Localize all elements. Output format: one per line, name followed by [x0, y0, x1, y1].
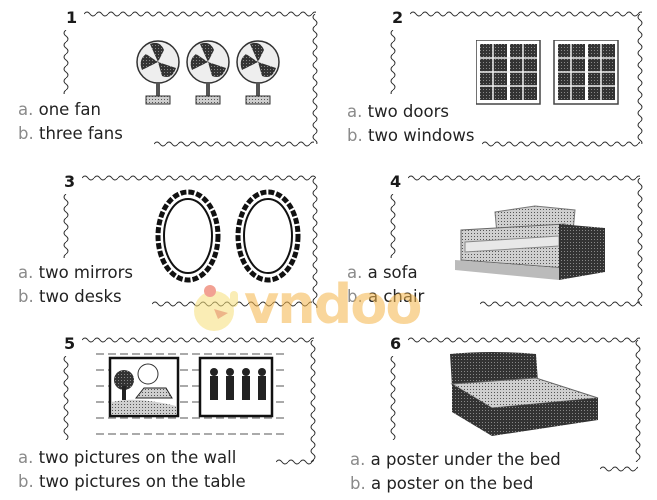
border-bottom [600, 465, 638, 473]
window-icon [553, 40, 619, 105]
question-number: 5 [64, 334, 76, 353]
border-right [309, 340, 317, 462]
border-left [389, 194, 397, 258]
pictures-on-wall-illustration [96, 353, 286, 435]
people-picture-icon [198, 356, 274, 418]
border-bottom [154, 140, 314, 148]
border-bottom [480, 300, 640, 308]
option-a[interactable]: a. a poster under the bed [350, 450, 561, 469]
border-bottom [276, 458, 314, 466]
option-b[interactable]: b. three fans [18, 124, 123, 143]
border-right [636, 178, 644, 306]
option-a[interactable]: a. one fan [18, 100, 101, 119]
question-number: 4 [390, 172, 402, 191]
border-top [408, 336, 640, 344]
option-a[interactable]: a. two doors [347, 102, 449, 121]
mirror-icon [155, 189, 221, 283]
two-mirrors-illustration [155, 189, 301, 283]
border-top [82, 336, 314, 344]
fan-icon [236, 40, 280, 105]
border-right [311, 14, 319, 144]
window-icon [476, 40, 541, 105]
chicken-mascot-icon [194, 285, 238, 331]
border-left [389, 356, 397, 440]
question-number: 3 [64, 172, 76, 191]
fan-icon [136, 40, 180, 105]
border-bottom [152, 300, 312, 308]
option-a[interactable]: a. two mirrors [18, 263, 133, 282]
border-top [82, 174, 316, 182]
bed-illustration [450, 352, 599, 436]
option-a[interactable]: a. two pictures on the wall [18, 448, 237, 467]
border-left [62, 356, 70, 440]
question-number: 1 [66, 8, 78, 27]
option-b[interactable]: b. two pictures on the table [18, 472, 246, 491]
option-a[interactable]: a. a sofa [347, 263, 418, 282]
border-left [389, 30, 397, 94]
two-windows-illustration [476, 40, 619, 105]
question-number: 2 [392, 8, 404, 27]
three-fans-illustration [136, 40, 280, 105]
border-right [634, 340, 642, 462]
option-b[interactable]: b. a poster on the bed [350, 474, 534, 493]
border-top [408, 174, 640, 182]
border-top [410, 10, 642, 18]
border-left [62, 194, 70, 258]
border-right [311, 178, 319, 308]
border-bottom [482, 140, 640, 148]
fan-icon [186, 40, 230, 105]
option-b[interactable]: b. two windows [347, 126, 475, 145]
border-left [62, 30, 70, 94]
landscape-picture-icon [108, 356, 180, 418]
border-top [84, 10, 316, 18]
option-b[interactable]: b. a chair [347, 287, 425, 306]
mirror-icon [235, 189, 301, 283]
border-right [636, 14, 644, 144]
option-b[interactable]: b. two desks [18, 287, 122, 306]
sofa-illustration [455, 205, 605, 280]
question-number: 6 [390, 334, 402, 353]
